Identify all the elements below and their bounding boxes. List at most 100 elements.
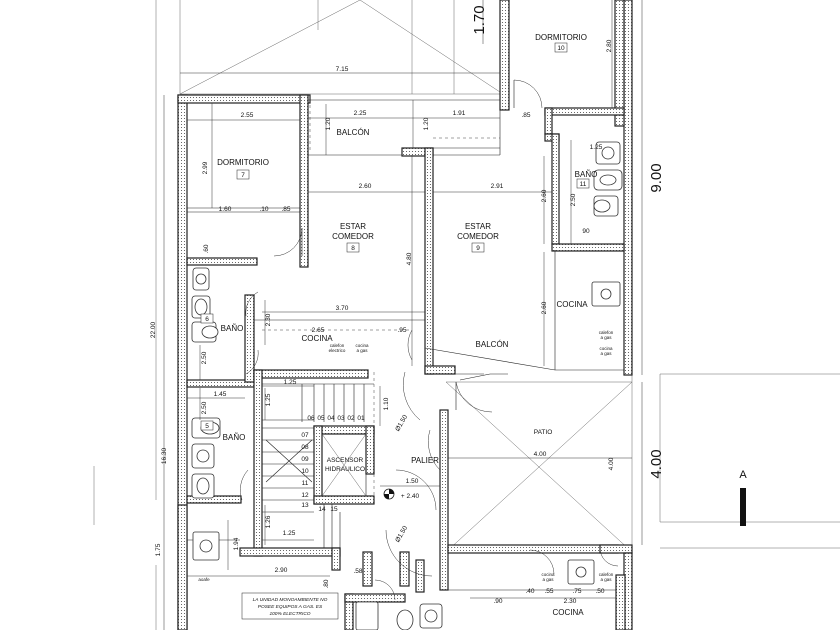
dim-230b: 2.30 [564,598,577,605]
dim-level-240: + 2.40 [401,493,420,500]
room-number-5: 5 [205,423,209,430]
room-label-balcon-top: BALCÓN [337,128,370,137]
dim-225: 2.25 [354,110,367,117]
elevator [321,433,367,497]
dim-250b: 2.50 [201,351,208,364]
stair-step-14: 14 [318,506,326,513]
dim-260a: 2.60 [359,183,372,190]
dim-150b: 1.50 [406,478,419,485]
dim-145: 1.45 [214,391,227,398]
dim-400-vert: 4.00 [608,457,615,470]
door-swings [240,79,619,601]
room-label-cocina-right: COCINA [556,300,588,309]
room-label-dormitorio-10: DORMITORIO [535,33,587,42]
dim-90a: 90 [582,228,590,235]
dim-2200: 22.00 [150,321,157,338]
dim-150-diam-bottom: Ø1.50 [394,525,409,544]
dim-715: 7.15 [336,66,349,73]
dim-55: .55 [544,588,553,595]
note-line-1: LA UNIDAD MONOAMBIENTE NO [253,597,328,603]
room-label-estar-8-line1: ESTAR [340,222,366,231]
dim-260c: 2.60 [541,301,548,314]
dim-400a: 4.00 [534,451,547,458]
dim-110: 1.10 [383,397,390,410]
projection-lines [262,104,500,500]
fixture-cocina-gas-c-2: a gas [542,577,554,582]
section-label: A [739,469,747,481]
stair-step-09: 09 [301,456,309,463]
stair-step-07: 07 [301,432,309,439]
dim-175: 1.75 [155,543,162,556]
dim-255: 2.55 [241,112,254,119]
fixture-calefon-elec-1: calefon [330,343,345,348]
stair-step-12: 12 [301,492,309,499]
dim-191: 1.91 [453,110,466,117]
dim-125c: 1.25 [283,530,296,537]
stair-step-02: 02 [347,415,355,422]
fixture-cocina-gas-c-1: cocina [541,572,555,577]
stair-step-10: 10 [301,468,309,475]
dim-10: .10 [259,206,268,213]
dim-280: 2.80 [606,39,613,52]
room-label-estar-9-line2: COMEDOR [457,232,499,241]
dim-95: .95 [397,327,406,334]
stair-step-11: 11 [302,480,309,487]
fixture-calefon-elec-2: electrico [329,348,346,353]
stair-step-03: 03 [337,415,345,422]
dim-1630: 16.30 [161,447,168,464]
dim-291: 2.91 [491,183,504,190]
dim-85a: .85 [521,112,530,119]
roof-lines [179,0,633,553]
dim-900: 9.00 [648,163,665,192]
room-number-10: 10 [557,45,565,52]
dim-299: 2.99 [202,161,209,174]
fixtures [191,141,623,630]
dim-60: .60 [203,244,210,253]
dim-194: 1.94 [233,537,240,550]
room-label-cocina-bottom: COCINA [552,608,584,617]
dim-230a: 2.30 [265,313,272,326]
fixture-aoafe: aoafe [198,577,210,582]
dim-265: 2.65 [312,327,325,334]
note-box [241,592,339,620]
room-number-9: 9 [476,245,480,252]
room-label-palier: PALIER [411,456,439,465]
fixture-cocina-gas-a-2: a gas [600,351,612,356]
stair-step-06: 06 [307,415,315,422]
section-mark [740,488,746,526]
stair-step-01: 01 [357,415,365,422]
staircase [262,384,365,548]
stair-step-08: 08 [301,444,309,451]
fixture-cocina-gas-b-1: cocina [355,343,369,348]
stair-step-15: 15 [330,506,338,513]
room-number-8: 8 [351,245,355,252]
exterior-walls [177,0,633,630]
note-line-3: 100% ELECTRICO [269,611,310,617]
dim-160: 1.60 [219,206,232,213]
room-label-estar-8-line2: COMEDOR [332,232,374,241]
dim-126: 1.26 [265,515,272,528]
room-number-7: 7 [241,172,245,179]
dim-125-vert: 1.25 [265,393,272,406]
room-label-patio: PATIO [534,429,553,436]
dim-90b: .90 [493,598,502,605]
room-label-estar-9-line1: ESTAR [465,222,491,231]
room-number-11: 11 [580,181,587,188]
fixture-calefon-gas-b-2: a gas [600,577,612,582]
room-label-ascensor-line2: HIDRAULICO [325,466,365,473]
dim-170: 1.70 [471,5,488,34]
dim-480: 4.80 [406,252,413,265]
dim-50: .50 [595,588,604,595]
dim-250c: 2.50 [201,401,208,414]
room-label-bano-6: BAÑO [221,324,244,333]
room-label-dormitorio-7: DORMITORIO [217,158,269,167]
dim-260b: 2.60 [541,189,548,202]
dim-150-diam-top: Ø1.50 [394,414,409,433]
room-label-bano-5: BAÑO [223,433,246,442]
dim-400b: 4.00 [648,449,665,478]
room-number-6: 6 [205,316,209,323]
fixture-calefon-gas-a-1: calefon [599,330,614,335]
stair-step-13: 13 [301,502,309,509]
dim-125b: 1.25 [284,379,297,386]
